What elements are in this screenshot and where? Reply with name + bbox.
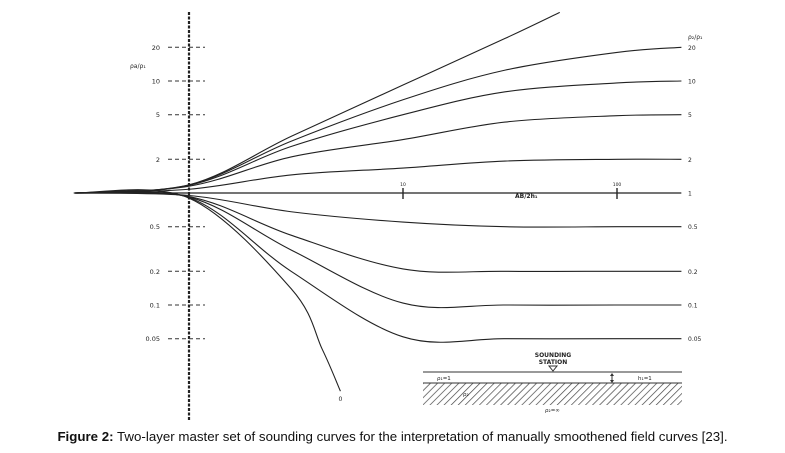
y-tick-label: 20 [152,44,160,52]
x-tick-label: 10 [400,182,406,188]
curve-∞ [73,11,560,194]
h1-label: h₁=1 [638,376,652,382]
y-tick-label: 2 [156,156,160,164]
curve-0.2 [73,191,682,273]
figure-caption: Figure 2: Two-layer master set of soundi… [0,429,785,444]
curve-label-10: 10 [688,79,696,86]
substratum-hatch [423,383,682,405]
caption-label: Figure 2: [57,429,114,444]
y-tick-label: 5 [156,111,160,119]
curve-20 [73,46,682,194]
arrow-down-icon [610,380,614,383]
curve-0.5 [73,192,682,228]
rho1-label: ρ₁=1 [437,376,451,382]
inset-title-2: STATION [539,359,568,366]
curve-5 [73,114,682,194]
curve-label-1: 1 [688,191,692,198]
curve-label-5: 5 [688,112,692,119]
y-axis-label: ρa/ρ₁ [130,63,146,70]
curve-0 [73,189,341,392]
sounding-station-inset: SOUNDING STATION ρ₁=1 h₁=1 ρ₂ ρ₂=∞ [423,352,682,414]
curve-label-0.1: 0.1 [688,303,698,310]
y-tick-label: 0.05 [146,335,160,343]
station-triangle-icon [547,365,559,372]
curve-label-0: 0 [339,396,343,403]
curve-0.05 [73,190,682,343]
y-tick-label: 0.2 [150,268,160,276]
caption-text: Two-layer master set of sounding curves … [113,429,728,444]
series-label: ρ₂/ρ₁ [688,34,703,41]
inset-title-1: SOUNDING [535,352,572,359]
curve-2 [73,158,682,194]
x-axis-label: AB/2h₁ [515,193,538,200]
y-tick-label: 0.1 [150,302,160,310]
curve-label-2: 2 [688,157,692,164]
curve-label-0.2: 0.2 [688,269,698,276]
curve-label-20: 20 [688,45,696,52]
arrow-up-icon [610,373,614,376]
y-tick-label: 0.5 [150,223,160,231]
curve-label-0.5: 0.5 [688,224,698,231]
y-tick-label: 10 [152,78,160,86]
curve-label-0.05: 0.05 [688,336,702,343]
rho2-value-label: ρ₂=∞ [545,408,560,414]
x-tick-label: 100 [613,182,622,188]
rho2-label: ρ₂ [463,392,469,398]
curve-10 [73,80,682,194]
curve-0.1 [73,191,682,309]
